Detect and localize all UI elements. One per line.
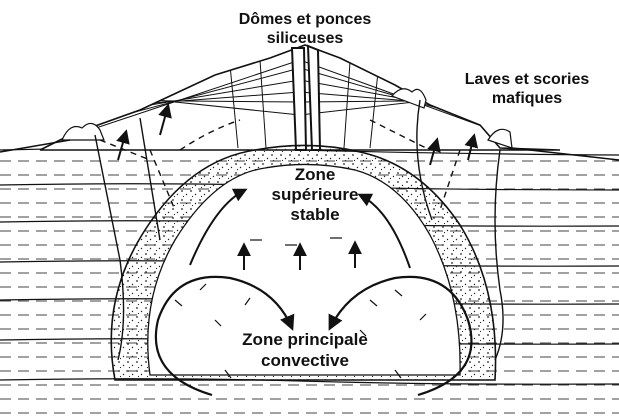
label-zone-convective: Zone principale convective	[185, 329, 425, 371]
label-domes-ponces: Dômes et ponces siliceuses	[205, 10, 405, 48]
label-zone-conv-line2: convective	[185, 350, 425, 371]
label-laves-line1: Laves et scories	[442, 70, 612, 89]
label-domes-line1: Dômes et ponces	[205, 10, 405, 29]
label-zone-superieure: Zone supérieure stable	[240, 165, 390, 225]
label-zone-sup-line1: Zone	[240, 165, 390, 185]
label-domes-line2: siliceuses	[205, 29, 405, 48]
label-zone-sup-line2: supérieure	[240, 185, 390, 205]
label-laves-line2: mafiques	[442, 89, 612, 108]
label-zone-conv-line1: Zone principale	[185, 329, 425, 350]
label-zone-sup-line3: stable	[240, 205, 390, 225]
label-laves-scories: Laves et scories mafiques	[442, 70, 612, 108]
